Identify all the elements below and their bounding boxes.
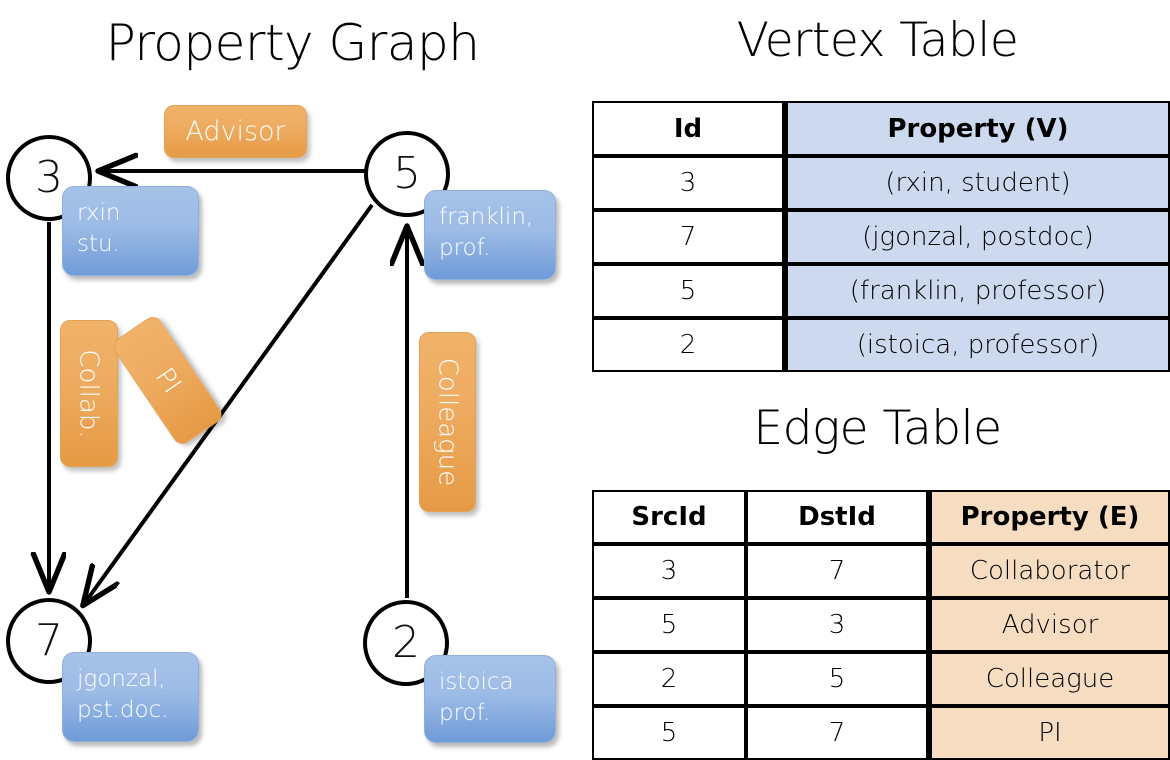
edge-cell-srcid: 5 — [592, 598, 746, 652]
vertex-table-header-property: Property (V) — [784, 101, 1170, 156]
property-graph-diagram: 3 5 7 2 rxin stu. franklin, prof. jgonza… — [0, 0, 585, 760]
edge-table-header-row: SrcId DstId Property (E) — [592, 490, 1170, 544]
graph-edges-layer — [0, 0, 585, 760]
edge-cell-property: PI — [928, 706, 1170, 760]
table-row[interactable]: 5 3 Advisor — [592, 598, 1170, 652]
edge-label-pi-text: PI — [148, 362, 187, 399]
vertex-cell-property: (jgonzal, postdoc) — [784, 210, 1170, 264]
table-row[interactable]: 3 (rxin, student) — [592, 156, 1170, 210]
table-row[interactable]: 2 (istoica, professor) — [592, 318, 1170, 372]
vertex-table-header-row: Id Property (V) — [592, 101, 1170, 156]
edge-cell-srcid: 2 — [592, 652, 746, 706]
vertex-cell-id: 7 — [592, 210, 784, 264]
node-property-box-7[interactable]: jgonzal, pst.doc. — [62, 652, 199, 742]
node-property-line-2: stu. — [77, 231, 120, 257]
edge-cell-srcid: 5 — [592, 706, 746, 760]
edge-table-header-srcid: SrcId — [592, 490, 746, 544]
edge-label-colleague-text: Colleague — [432, 357, 463, 487]
node-property-line-2: prof. — [439, 700, 491, 726]
vertex-cell-id: 5 — [592, 264, 784, 318]
vertex-table-header-id: Id — [592, 101, 784, 156]
edge-cell-srcid: 3 — [592, 544, 746, 598]
node-property-box-5[interactable]: franklin, prof. — [424, 190, 556, 280]
graph-node-5-label: 5 — [393, 148, 421, 199]
edge-cell-dstid: 7 — [746, 544, 928, 598]
edge-label-advisor-text: Advisor — [185, 116, 286, 147]
node-property-line-1: franklin, — [439, 204, 534, 230]
edge-cell-dstid: 5 — [746, 652, 928, 706]
vertex-cell-property: (rxin, student) — [784, 156, 1170, 210]
edge-label-advisor[interactable]: Advisor — [164, 105, 307, 158]
page-title-edge-table: Edge Table — [753, 401, 1002, 456]
node-property-line-2: prof. — [439, 235, 491, 261]
vertex-cell-property: (franklin, professor) — [784, 264, 1170, 318]
page-title-property-graph: Property Graph — [105, 14, 480, 72]
page-title-vertex-table: Vertex Table — [736, 13, 1019, 68]
table-row[interactable]: 5 (franklin, professor) — [592, 264, 1170, 318]
edge-table: SrcId DstId Property (E) 3 7 Collaborato… — [592, 490, 1170, 760]
graph-node-3-label: 3 — [35, 152, 63, 203]
table-row[interactable]: 5 7 PI — [592, 706, 1170, 760]
node-property-line-1: jgonzal, — [77, 666, 166, 692]
node-property-line-2: pst.doc. — [77, 697, 169, 723]
node-property-box-2[interactable]: istoica prof. — [424, 655, 556, 743]
edge-cell-dstid: 7 — [746, 706, 928, 760]
graph-node-5[interactable]: 5 — [364, 131, 450, 217]
edge-label-collab[interactable]: Collab. — [60, 320, 118, 467]
edge-cell-property: Advisor — [928, 598, 1170, 652]
edge-label-collab-text: Collab. — [74, 348, 104, 439]
vertex-cell-id: 3 — [592, 156, 784, 210]
vertex-table: Id Property (V) 3 (rxin, student) 7 (jgo… — [592, 101, 1170, 372]
graph-node-2[interactable]: 2 — [363, 600, 449, 686]
vertex-cell-property: (istoica, professor) — [784, 318, 1170, 372]
node-property-line-1: istoica — [439, 669, 514, 695]
edge-table-header-property: Property (E) — [928, 490, 1170, 544]
table-row[interactable]: 2 5 Colleague — [592, 652, 1170, 706]
edge-table-header-dstid: DstId — [746, 490, 928, 544]
edge-cell-dstid: 3 — [746, 598, 928, 652]
node-property-box-3[interactable]: rxin stu. — [62, 186, 199, 276]
table-row[interactable]: 7 (jgonzal, postdoc) — [592, 210, 1170, 264]
edge-cell-property: Collaborator — [928, 544, 1170, 598]
graph-edge-5-to-7 — [84, 203, 374, 604]
node-property-line-1: rxin — [77, 200, 121, 226]
graph-node-2-label: 2 — [392, 617, 420, 668]
table-row[interactable]: 3 7 Collaborator — [592, 544, 1170, 598]
edge-label-colleague[interactable]: Colleague — [419, 332, 476, 512]
vertex-cell-id: 2 — [592, 318, 784, 372]
graph-node-7-label: 7 — [35, 615, 63, 666]
edge-cell-property: Colleague — [928, 652, 1170, 706]
